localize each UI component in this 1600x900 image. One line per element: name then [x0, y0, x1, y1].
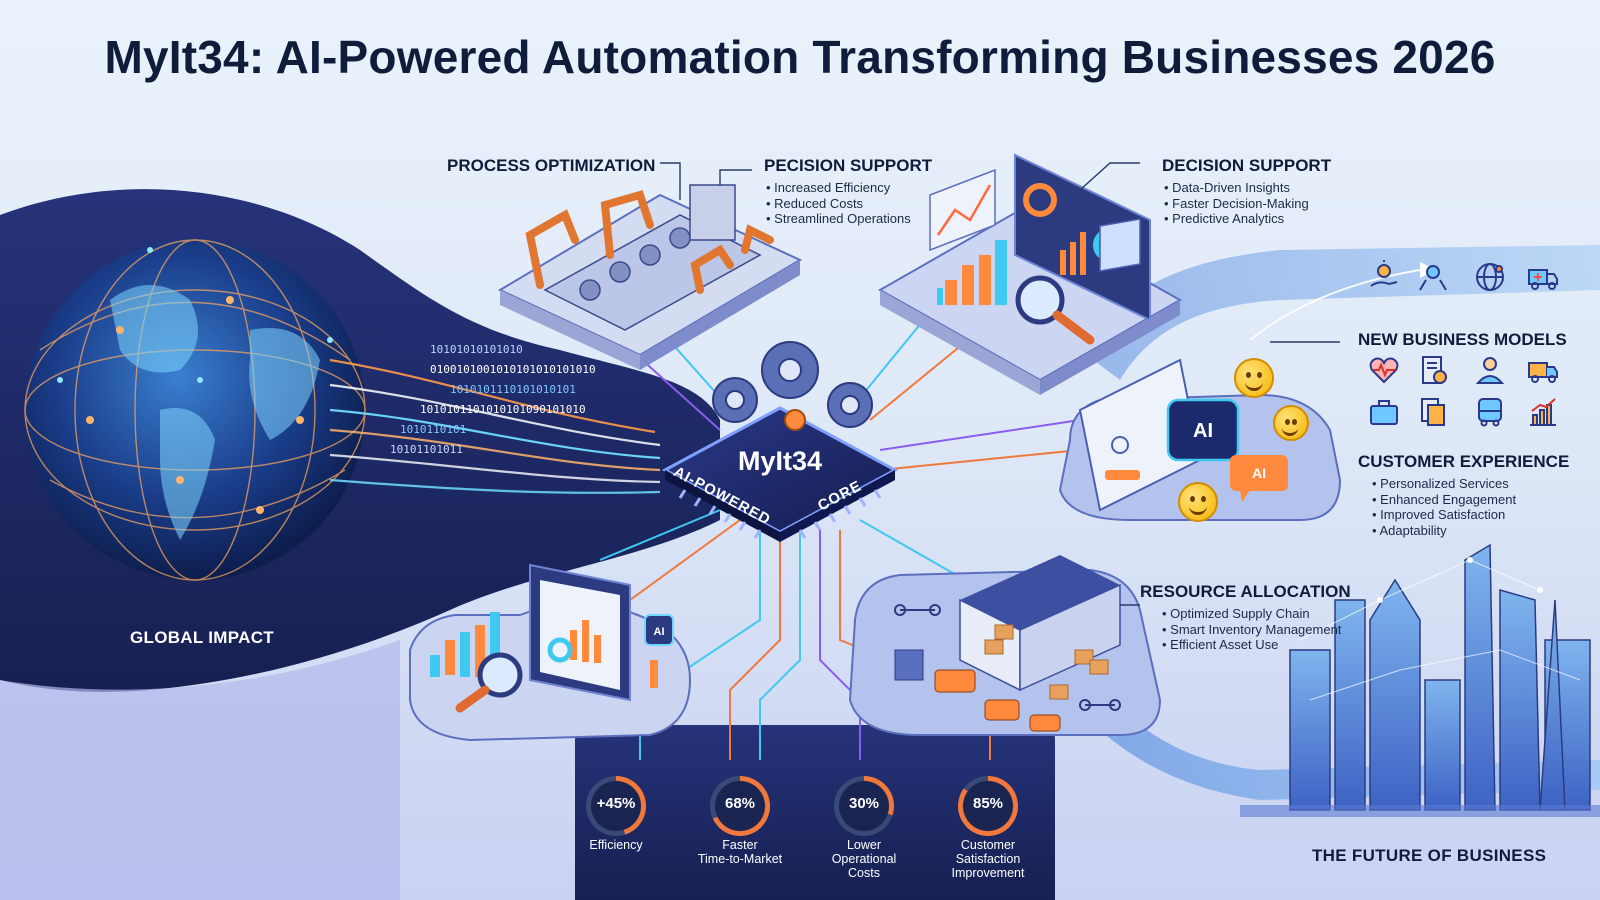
kpi-ring	[834, 776, 894, 836]
page-title: MyIt34: AI-Powered Automation Transformi…	[104, 31, 1496, 83]
binary-row: 0100101001010101010101010	[430, 363, 596, 376]
section-title: DECISION SUPPORT	[1162, 156, 1332, 175]
section-title: PECISION SUPPORT	[764, 156, 933, 175]
section-customer-experience: CUSTOMER EXPERIENCE Personalized Service…	[1358, 452, 1569, 538]
user-icon	[1471, 351, 1509, 389]
smile-face-icon	[1178, 482, 1218, 522]
smile-face-icon	[1273, 405, 1309, 441]
section-item: Data-Driven Insights	[1164, 180, 1331, 196]
hand-bulb-icon	[1365, 258, 1403, 296]
section-process-optimization: PROCESS OPTIMIZATION	[447, 156, 655, 176]
section-new-business-models: NEW BUSINESS MODELS	[1358, 330, 1567, 350]
kpi-label: Efficiency	[589, 838, 643, 852]
gear-hands-icon	[1414, 258, 1452, 296]
kpi-value: 85%	[972, 795, 1004, 812]
section-item: Efficient Asset Use	[1162, 637, 1351, 653]
kpi-label: Customer Satisfaction Improvement	[951, 838, 1025, 880]
binary-row: 1010101110101010101	[450, 383, 576, 396]
section-item: Enhanced Engagement	[1372, 492, 1569, 508]
bus-icon	[1471, 393, 1509, 431]
kpi-value: +45%	[596, 795, 636, 812]
delivery-truck-icon	[1524, 351, 1562, 389]
section-item: Improved Satisfaction	[1372, 507, 1569, 523]
ai-screen-badge: AI	[1193, 420, 1213, 442]
briefcase-icon	[1365, 393, 1403, 431]
binary-row: 10101010101010	[430, 343, 523, 356]
section-decision-support: DECISION SUPPORT Data-Driven Insights Fa…	[1162, 156, 1331, 227]
globe-network-icon	[1471, 258, 1509, 296]
kpi-ring	[586, 776, 646, 836]
section-title: CUSTOMER EXPERIENCE	[1358, 452, 1570, 471]
documents-icon	[1414, 393, 1452, 431]
kpi-ring	[710, 776, 770, 836]
core-right-label: CORE	[815, 477, 865, 514]
kpi-label: Faster Time-to-Market	[697, 838, 783, 866]
section-item: Increased Efficiency	[766, 180, 932, 196]
future-of-business-label: THE FUTURE OF BUSINESS	[1312, 846, 1547, 865]
section-item: Faster Decision-Making	[1164, 196, 1331, 212]
section-pecision-support: PECISION SUPPORT Increased Efficiency Re…	[764, 156, 932, 227]
medical-truck-icon	[1524, 258, 1562, 296]
section-title: PROCESS OPTIMIZATION	[447, 156, 656, 175]
section-item: Smart Inventory Management	[1162, 622, 1351, 638]
happy-face-icon	[1234, 358, 1274, 398]
section-item: Predictive Analytics	[1164, 211, 1331, 227]
section-item: Streamlined Operations	[766, 211, 932, 227]
kpi-value: 30%	[848, 795, 880, 812]
section-item: Personalized Services	[1372, 476, 1569, 492]
section-item: Reduced Costs	[766, 196, 932, 212]
growth-chart-icon	[1524, 393, 1562, 431]
binary-row: 1010110101	[400, 423, 467, 436]
heartbeat-icon	[1365, 351, 1403, 389]
kpi-ring	[958, 776, 1018, 836]
ai-small-badge: AI	[654, 626, 665, 638]
ai-bubble-badge: AI	[1252, 465, 1266, 481]
section-title: NEW BUSINESS MODELS	[1358, 330, 1567, 349]
kpi-value: 68%	[724, 795, 756, 812]
section-title: RESOURCE ALLOCATION	[1140, 582, 1351, 601]
invoice-icon	[1414, 351, 1452, 389]
binary-row: 1010101101010101090101010	[420, 403, 586, 416]
section-resource-allocation: RESOURCE ALLOCATION Optimized Supply Cha…	[1140, 582, 1351, 653]
kpi-label: Lower Operational Costs	[831, 838, 897, 880]
global-impact-label: GLOBAL IMPACT	[130, 628, 274, 647]
binary-row: 10101101011	[390, 443, 463, 456]
core-name: MyIt34	[738, 446, 822, 476]
binary-stream: 10101010101010 0100101001010101010101010…	[390, 340, 660, 460]
section-item: Optimized Supply Chain	[1162, 606, 1351, 622]
section-item: Adaptability	[1372, 523, 1569, 539]
